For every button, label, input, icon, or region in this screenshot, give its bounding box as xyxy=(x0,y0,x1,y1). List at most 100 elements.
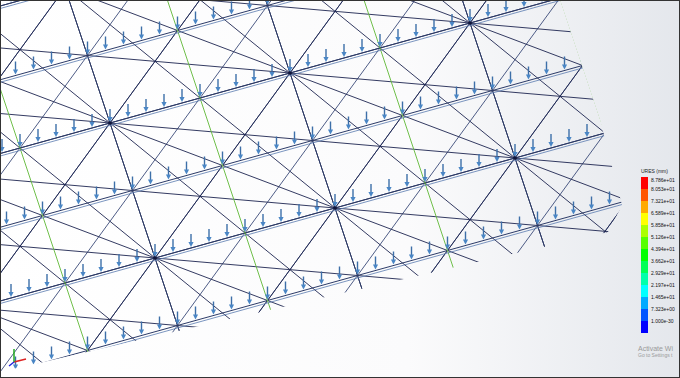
web-member xyxy=(470,0,538,23)
web-member xyxy=(65,0,88,56)
load-arrow xyxy=(31,352,36,365)
load-arrow xyxy=(161,94,166,107)
web-member xyxy=(380,343,583,361)
web-member xyxy=(0,216,43,309)
load-arrow xyxy=(31,57,36,70)
load-arrow xyxy=(485,4,490,17)
load-arrow xyxy=(328,122,333,135)
load-arrow xyxy=(85,42,90,55)
web-member xyxy=(380,343,493,378)
load-arrow xyxy=(629,259,634,272)
web-member xyxy=(538,226,680,244)
load-arrow xyxy=(368,184,373,197)
web-member xyxy=(470,293,560,318)
web-member xyxy=(0,81,110,124)
legend-swatch xyxy=(641,213,648,225)
load-arrow xyxy=(418,97,423,110)
web-member xyxy=(268,208,336,301)
load-arrow xyxy=(463,232,468,245)
load-arrow xyxy=(620,114,625,127)
load-arrow xyxy=(481,227,486,240)
load-arrow xyxy=(674,99,679,112)
web-member xyxy=(493,293,561,378)
load-arrow xyxy=(121,327,126,340)
load-arrow xyxy=(445,237,450,250)
chord-member xyxy=(0,0,88,378)
load-arrow xyxy=(53,124,58,137)
web-member xyxy=(560,268,650,293)
load-arrow xyxy=(323,344,328,357)
load-arrow xyxy=(458,159,463,172)
load-arrow xyxy=(305,349,310,362)
web-member xyxy=(110,123,223,166)
web-member xyxy=(88,0,156,56)
load-arrow xyxy=(557,279,562,292)
chord-member xyxy=(0,126,680,378)
chord-member xyxy=(0,128,680,378)
load-arrow xyxy=(121,32,126,45)
load-arrow xyxy=(260,214,265,227)
load-arrow xyxy=(8,284,13,297)
load-arrow xyxy=(17,134,22,147)
web-member xyxy=(268,208,336,301)
legend-value: 6.589e+01 xyxy=(651,210,675,216)
load-arrow xyxy=(193,12,198,25)
chord-member xyxy=(0,0,680,156)
load-arrow xyxy=(206,229,211,242)
load-arrow xyxy=(503,294,508,307)
legend-value: 7.321e+01 xyxy=(651,198,675,204)
legend-row: 1.000e-30 xyxy=(641,321,675,333)
load-arrow xyxy=(391,252,396,265)
load-arrow xyxy=(476,154,481,167)
load-arrow xyxy=(364,112,369,125)
load-arrow xyxy=(508,72,513,85)
load-arrow xyxy=(386,179,391,192)
load-arrow xyxy=(112,182,117,195)
load-arrow xyxy=(175,17,180,30)
chord-member xyxy=(0,193,680,378)
hub-node xyxy=(288,71,292,75)
legend-title: URES (mm) xyxy=(641,168,675,174)
web-member xyxy=(358,0,471,23)
load-arrow xyxy=(323,49,328,62)
load-arrow xyxy=(134,249,139,262)
color-legend: URES (mm)8.786e+018.053e+017.321e+016.58… xyxy=(641,168,675,333)
web-member xyxy=(380,251,448,344)
legend-scale: 8.786e+018.053e+017.321e+016.589e+015.85… xyxy=(641,177,675,333)
chord-member xyxy=(0,0,680,291)
web-member xyxy=(223,368,291,378)
load-arrow xyxy=(535,212,540,225)
web-member xyxy=(0,173,65,283)
load-arrow xyxy=(305,54,310,67)
load-arrow xyxy=(229,297,234,310)
load-arrow xyxy=(233,369,238,378)
load-arrow xyxy=(211,7,216,20)
web-member xyxy=(673,41,680,109)
load-arrow xyxy=(166,167,171,180)
chord-member xyxy=(0,263,680,378)
load-arrow xyxy=(319,272,324,285)
load-arrow xyxy=(373,257,378,270)
web-member xyxy=(290,73,403,116)
web-member xyxy=(43,123,111,216)
web-member xyxy=(223,73,291,166)
chord-member xyxy=(0,0,680,21)
hub-node xyxy=(108,121,112,125)
load-arrow xyxy=(400,102,405,115)
load-arrow xyxy=(224,224,229,237)
web-member xyxy=(155,166,223,259)
web-member xyxy=(223,73,291,166)
load-arrow xyxy=(229,2,234,15)
load-arrow xyxy=(341,339,346,352)
load-arrow xyxy=(269,359,274,372)
load-arrow xyxy=(157,317,162,330)
chord-member xyxy=(200,0,448,378)
load-arrow xyxy=(494,149,499,162)
legend-value: 2.929e+01 xyxy=(651,270,675,276)
web-member xyxy=(0,173,133,191)
load-arrow xyxy=(580,347,585,360)
hub-node xyxy=(378,341,382,345)
web-member xyxy=(335,0,470,23)
load-arrow xyxy=(265,287,270,300)
